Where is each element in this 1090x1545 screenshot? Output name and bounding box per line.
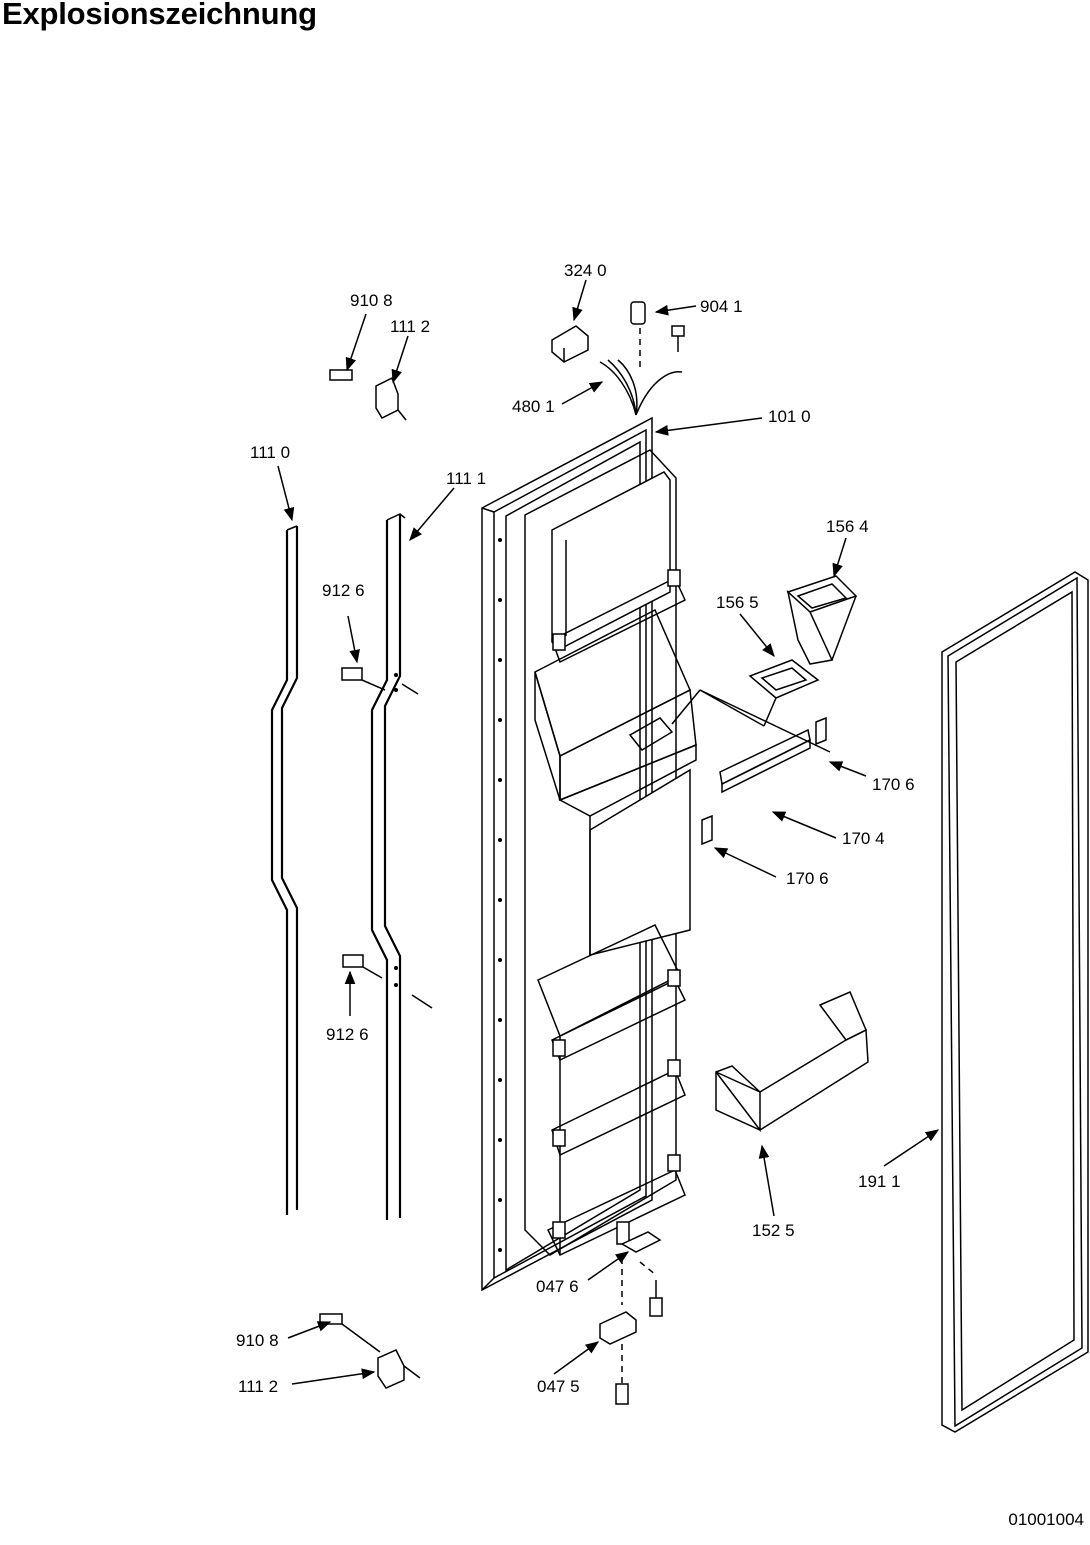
door-gasket xyxy=(941,571,1089,1433)
lamp-socket-904-1 xyxy=(630,301,685,368)
label-111-2-top: 111 2 xyxy=(390,317,430,336)
label-047-6: 047 6 xyxy=(536,1277,579,1296)
label-156-5: 156 5 xyxy=(716,593,759,612)
connector-324-0 xyxy=(551,325,589,363)
label-912-6-lower: 912 6 xyxy=(326,1025,369,1044)
label-191-1: 191 1 xyxy=(858,1172,901,1191)
label-111-2-bottom: 111 2 xyxy=(238,1377,278,1396)
label-324-0: 324 0 xyxy=(564,261,607,280)
rail-170-4 xyxy=(699,689,831,846)
label-170-6-lower: 170 6 xyxy=(786,869,829,888)
label-170-4: 170 4 xyxy=(842,829,885,848)
screw-912-6-lower xyxy=(342,954,433,1009)
door-panel xyxy=(481,416,697,1292)
hinge-bracket-bottom xyxy=(319,1313,421,1389)
label-904-1: 904 1 xyxy=(700,297,743,316)
part-labels: 324 0 904 1 910 8 111 2 480 1 101 0 111 … xyxy=(236,261,915,1396)
screw-912-6-upper xyxy=(341,667,419,695)
label-170-6-upper: 170 6 xyxy=(872,775,915,794)
label-910-8-top: 910 8 xyxy=(350,291,393,310)
wire-harness-480-1 xyxy=(599,359,683,416)
trim-strip-111-0 xyxy=(270,525,299,1215)
label-111-1: 111 1 xyxy=(446,469,486,488)
label-480-1: 480 1 xyxy=(512,397,555,416)
label-912-6-upper: 912 6 xyxy=(322,581,365,600)
label-156-4: 156 4 xyxy=(826,517,869,536)
label-047-5: 047 5 xyxy=(537,1377,580,1396)
leader-arrows xyxy=(277,279,940,1385)
label-111-0: 111 0 xyxy=(250,443,290,462)
document-code: 01001004 xyxy=(1008,1510,1084,1529)
label-101-0: 101 0 xyxy=(768,407,811,426)
hinge-047-6 xyxy=(616,1221,663,1317)
chute-156-4 xyxy=(786,575,858,665)
label-910-8-bottom: 910 8 xyxy=(236,1331,279,1350)
label-152-5: 152 5 xyxy=(752,1221,795,1240)
hinge-047-5 xyxy=(599,1311,637,1405)
gasket-156-5 xyxy=(671,659,820,727)
trim-strip-111-1 xyxy=(370,513,406,1220)
page-title: Explosionszeichnung xyxy=(2,0,317,31)
door-bin-152-5 xyxy=(715,991,869,1133)
